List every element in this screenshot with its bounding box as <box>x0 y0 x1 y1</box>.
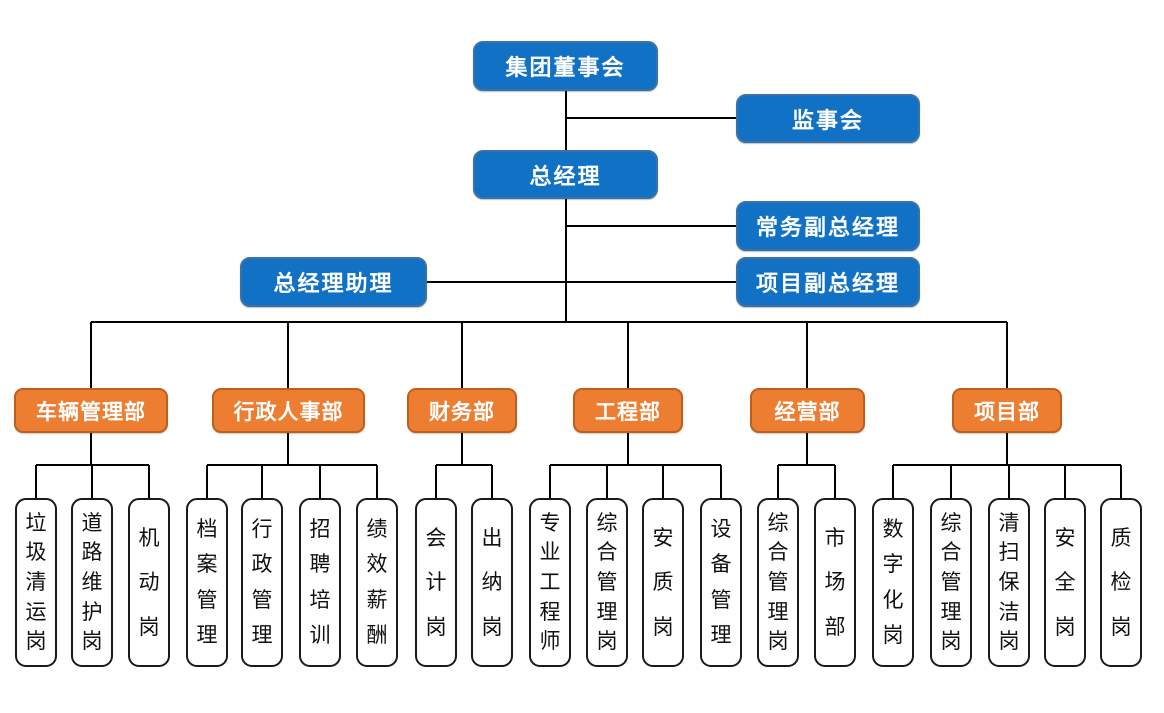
connector-line <box>892 465 894 498</box>
position-box: 出纳岗 <box>471 498 513 667</box>
connector-line <box>319 465 321 498</box>
connector-line <box>549 465 551 498</box>
connector-line <box>834 465 836 498</box>
general-manager-box: 总经理 <box>473 150 658 199</box>
connector-line <box>90 433 92 465</box>
position-box: 质检岗 <box>1100 498 1142 667</box>
connector-line <box>491 465 493 498</box>
supervisory-board-box: 监事会 <box>736 94 920 143</box>
connector-line <box>427 281 737 283</box>
position-box: 绩效薪酬 <box>356 498 398 667</box>
connector-line <box>91 321 1007 323</box>
connector-line <box>35 465 37 498</box>
connector-line <box>1006 322 1008 388</box>
connector-line <box>287 433 289 465</box>
project-deputy-gm-box: 项目副总经理 <box>736 257 920 307</box>
dept-project-box: 项目部 <box>952 388 1062 433</box>
dept-admin-hr-box: 行政人事部 <box>212 388 365 433</box>
connector-line <box>376 465 378 498</box>
connector-line <box>627 322 629 388</box>
position-box: 数字化岗 <box>872 498 914 667</box>
connector-line <box>806 322 808 388</box>
project-deputy-gm-label: 项目副总经理 <box>755 271 900 296</box>
position-box: 设备管理 <box>700 498 742 667</box>
dept-finance-box: 财务部 <box>407 388 517 433</box>
position-box: 安全岗 <box>1044 498 1086 667</box>
connector-line <box>261 465 263 498</box>
gm-assistant-label: 总经理助理 <box>273 271 394 296</box>
position-box: 综合管理岗 <box>757 498 799 667</box>
dept-project-label: 项目部 <box>974 400 1040 424</box>
connector-line <box>435 465 437 498</box>
connector-line <box>90 322 92 388</box>
gm-assistant-box: 总经理助理 <box>240 257 427 307</box>
dept-engineering-label: 工程部 <box>595 400 661 424</box>
dept-operations-label: 经营部 <box>774 400 841 424</box>
connector-line <box>720 465 722 498</box>
connector-line <box>287 322 289 388</box>
position-box: 招聘培训 <box>299 498 341 667</box>
position-box: 清扫保洁岗 <box>988 498 1030 667</box>
connector-line <box>206 465 208 498</box>
connector-line <box>565 199 567 322</box>
position-box: 专业工程师 <box>529 498 571 667</box>
connector-line <box>950 465 952 498</box>
dept-finance-label: 财务部 <box>429 400 495 424</box>
connector-line <box>461 433 463 465</box>
connector-line <box>148 465 150 498</box>
dept-operations-box: 经营部 <box>750 388 865 433</box>
connector-line <box>662 465 664 498</box>
connector-line <box>550 464 721 466</box>
connector-line <box>1008 465 1010 498</box>
connector-line <box>806 433 808 465</box>
position-box: 市场部 <box>814 498 856 667</box>
dept-vehicle-management-label: 车辆管理部 <box>36 400 146 424</box>
connector-line <box>1006 433 1008 465</box>
connector-line <box>566 117 737 119</box>
connector-line <box>778 464 835 466</box>
position-box: 机动岗 <box>128 498 170 667</box>
executive-deputy-gm-box: 常务副总经理 <box>736 201 920 251</box>
connector-line <box>1120 465 1122 498</box>
connector-line <box>627 433 629 465</box>
board-of-directors-box: 集团董事会 <box>473 41 658 91</box>
position-box: 综合管理岗 <box>930 498 972 667</box>
connector-line <box>565 91 567 152</box>
position-box: 档案管理 <box>186 498 228 667</box>
position-box: 综合管理岗 <box>586 498 628 667</box>
connector-line <box>606 465 608 498</box>
position-box: 道路维护岗 <box>71 498 113 667</box>
executive-deputy-gm-label: 常务副总经理 <box>755 215 900 240</box>
position-box: 行政管理 <box>241 498 283 667</box>
connector-line <box>893 464 1121 466</box>
dept-engineering-box: 工程部 <box>573 388 683 433</box>
board-of-directors-label: 集团董事会 <box>505 55 626 80</box>
connector-line <box>461 322 463 388</box>
connector-line <box>1064 465 1066 498</box>
dept-vehicle-management-box: 车辆管理部 <box>14 388 168 433</box>
connector-line <box>207 464 377 466</box>
position-box: 垃圾清运岗 <box>15 498 57 667</box>
position-box: 会计岗 <box>415 498 457 667</box>
connector-line <box>777 465 779 498</box>
general-manager-label: 总经理 <box>529 163 602 189</box>
dept-admin-hr-label: 行政人事部 <box>233 400 344 424</box>
connector-line <box>566 225 737 227</box>
connector-line <box>436 464 492 466</box>
supervisory-board-label: 监事会 <box>791 107 864 133</box>
connector-line <box>91 465 93 498</box>
position-box: 安质岗 <box>642 498 684 667</box>
